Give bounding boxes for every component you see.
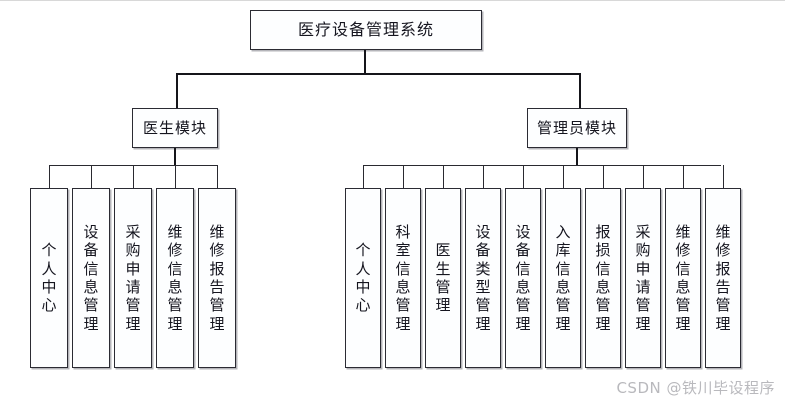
connector-admin-leaf-6 [603, 165, 604, 188]
node-leaf-doctor-2-label: 采 购 申 请 管 理 [125, 223, 141, 333]
connector-root-bus [176, 73, 581, 75]
connector-doctor-leaf-3 [175, 165, 176, 188]
node-leaf-admin-5[interactable]: 入 库 信 息 管 理 [545, 188, 581, 368]
node-leaf-doctor-1[interactable]: 设 备 信 息 管 理 [72, 188, 110, 368]
connector-drop-admin [579, 73, 581, 108]
node-leaf-admin-6-label: 报 损 信 息 管 理 [595, 223, 611, 333]
connector-root-stem [364, 50, 366, 75]
node-leaf-doctor-4-label: 维 修 报 告 管 理 [209, 223, 225, 333]
node-module-doctor-label: 医生模块 [142, 118, 207, 137]
node-leaf-admin-0-label: 个 人 中 心 [355, 241, 371, 315]
connector-admin-leaf-0 [363, 165, 364, 188]
connector-doctor-leaf-4 [217, 165, 218, 188]
connector-doctor-leaf-2 [133, 165, 134, 188]
node-leaf-doctor-3[interactable]: 维 修 信 息 管 理 [156, 188, 194, 368]
connector-admin-stem [576, 148, 578, 166]
node-leaf-admin-8-label: 维 修 信 息 管 理 [675, 223, 691, 333]
node-leaf-admin-8[interactable]: 维 修 信 息 管 理 [665, 188, 701, 368]
node-leaf-doctor-2[interactable]: 采 购 申 请 管 理 [114, 188, 152, 368]
node-leaf-doctor-0[interactable]: 个 人 中 心 [30, 188, 68, 368]
node-leaf-admin-3-label: 设 备 类 型 管 理 [475, 223, 491, 333]
node-leaf-admin-9[interactable]: 维 修 报 告 管 理 [705, 188, 741, 368]
node-root[interactable]: 医疗设备管理系统 [250, 10, 482, 50]
node-leaf-admin-2[interactable]: 医 生 管 理 [425, 188, 461, 368]
connector-admin-bus [363, 165, 721, 166]
watermark-text: CSDN @铁川毕设程序 [616, 379, 775, 397]
connector-admin-leaf-2 [443, 165, 444, 188]
connector-doctor-stem [174, 148, 176, 166]
node-leaf-admin-9-label: 维 修 报 告 管 理 [715, 223, 731, 333]
node-leaf-admin-2-label: 医 生 管 理 [435, 241, 451, 315]
node-module-doctor[interactable]: 医生模块 [132, 108, 218, 148]
connector-doctor-bus [50, 165, 218, 166]
node-leaf-admin-6[interactable]: 报 损 信 息 管 理 [585, 188, 621, 368]
node-module-admin[interactable]: 管理员模块 [527, 108, 627, 148]
node-leaf-doctor-3-label: 维 修 信 息 管 理 [167, 223, 183, 333]
connector-doctor-leaf-0 [49, 165, 50, 188]
node-leaf-admin-7-label: 采 购 申 请 管 理 [635, 223, 651, 333]
connector-admin-leaf-3 [483, 165, 484, 188]
connector-admin-leaf-1 [403, 165, 404, 188]
connector-admin-leaf-9 [723, 165, 724, 188]
node-root-label: 医疗设备管理系统 [297, 20, 434, 39]
node-leaf-admin-3[interactable]: 设 备 类 型 管 理 [465, 188, 501, 368]
node-leaf-admin-5-label: 入 库 信 息 管 理 [555, 223, 571, 333]
node-leaf-admin-7[interactable]: 采 购 申 请 管 理 [625, 188, 661, 368]
connector-admin-leaf-4 [523, 165, 524, 188]
connector-drop-doctor [176, 73, 178, 108]
node-leaf-doctor-4[interactable]: 维 修 报 告 管 理 [198, 188, 236, 368]
node-leaf-admin-1[interactable]: 科 室 信 息 管 理 [385, 188, 421, 368]
node-leaf-admin-4-label: 设 备 信 息 管 理 [515, 223, 531, 333]
connector-admin-leaf-7 [643, 165, 644, 188]
node-leaf-admin-0[interactable]: 个 人 中 心 [345, 188, 381, 368]
top-divider [0, 0, 785, 1]
connector-admin-leaf-5 [563, 165, 564, 188]
node-leaf-admin-4[interactable]: 设 备 信 息 管 理 [505, 188, 541, 368]
node-leaf-admin-1-label: 科 室 信 息 管 理 [395, 223, 411, 333]
node-module-admin-label: 管理员模块 [536, 118, 617, 137]
node-leaf-doctor-1-label: 设 备 信 息 管 理 [83, 223, 99, 333]
connector-admin-leaf-8 [683, 165, 684, 188]
connector-doctor-leaf-1 [91, 165, 92, 188]
node-leaf-doctor-0-label: 个 人 中 心 [41, 241, 57, 315]
